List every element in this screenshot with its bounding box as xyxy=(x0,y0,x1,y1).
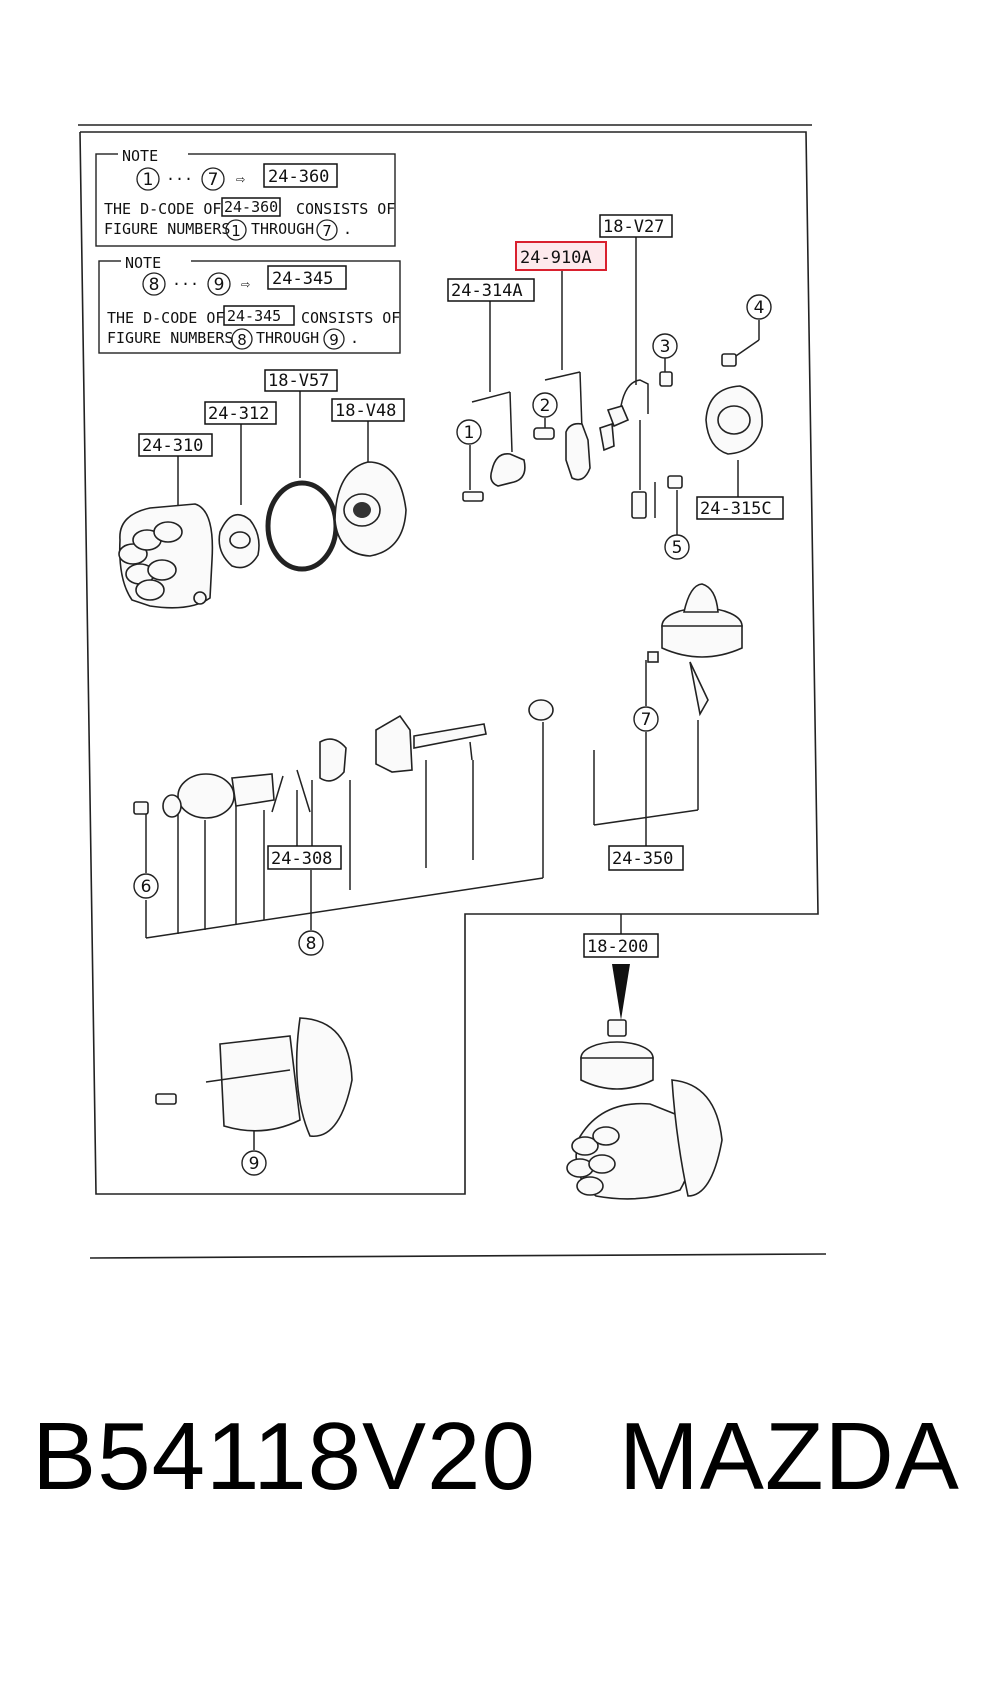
figure-number: 4 xyxy=(754,298,765,318)
note-line: FIGURE NUMBERS xyxy=(104,220,230,238)
figure-number: 9 xyxy=(214,275,225,295)
figure-callout-2: 2 xyxy=(532,392,558,418)
figure-callout-8: 8 xyxy=(298,930,324,956)
figure-callout-7: 7 xyxy=(633,706,659,732)
part-label-18-200[interactable]: 18-200 xyxy=(583,933,659,958)
note-line: THROUGH xyxy=(251,220,314,238)
figure-callout-1: 1 xyxy=(456,419,482,445)
o-ring-18-v57 xyxy=(265,480,339,572)
figure-number: 7 xyxy=(641,710,652,730)
range-dots: ··· xyxy=(172,275,199,293)
part-label-24-312[interactable]: 24-312 xyxy=(204,401,277,425)
figure-number: 3 xyxy=(660,337,671,357)
screw-3 xyxy=(659,371,673,387)
figure-number: 9 xyxy=(249,1154,260,1174)
figure-number: 1 xyxy=(231,222,241,240)
figure-number: 6 xyxy=(141,877,152,897)
note-box-2: NOTE 8 ··· 9 ⇨ 24-345 THE D-CODE OF 24-3… xyxy=(98,254,401,354)
vacuum-unit-24-350 xyxy=(647,583,743,717)
part-label-text: 24-315C xyxy=(700,499,772,519)
housing-9 xyxy=(155,1017,353,1137)
screw-5 xyxy=(667,475,683,489)
figure-number: 1 xyxy=(143,170,154,190)
diagram-frame xyxy=(79,131,819,1195)
note-line: THE D-CODE OF xyxy=(104,200,221,218)
breaker-plate-24-315c xyxy=(705,385,763,455)
leader-lines xyxy=(145,237,760,1150)
figure-number: 9 xyxy=(329,331,339,349)
note-heading: NOTE xyxy=(122,147,158,165)
part-label-text: 24-314A xyxy=(451,281,523,301)
figure-callout-9: 9 xyxy=(241,1150,267,1176)
figure-callout-5: 5 xyxy=(664,534,690,560)
figure-number: 5 xyxy=(672,538,683,558)
part-label-text: 24-308 xyxy=(271,849,332,869)
part-label-18-v27[interactable]: 18-V27 xyxy=(599,214,673,238)
figure-number: 8 xyxy=(149,275,160,295)
part-label-24-308[interactable]: 24-308 xyxy=(267,845,342,870)
dust-cover-18-v48 xyxy=(334,461,407,557)
figure-callout-6: 6 xyxy=(133,873,159,899)
rotor-24-312 xyxy=(218,513,260,569)
figure-number: 1 xyxy=(464,423,475,443)
note-code: 24-360 xyxy=(268,167,329,187)
part-label-text: 24-350 xyxy=(612,849,673,869)
note-line: THE D-CODE OF xyxy=(107,309,224,327)
arrow-icon: ⇨ xyxy=(241,275,250,293)
part-label-text: 24-312 xyxy=(208,404,269,424)
arrow-icon: ⇨ xyxy=(236,170,245,188)
note-line: FIGURE NUMBERS xyxy=(107,329,233,347)
note-code: 24-360 xyxy=(224,198,278,216)
pointer-arrow-icon xyxy=(612,964,630,1020)
note-line: CONSISTS OF xyxy=(296,200,395,218)
note-line: . xyxy=(343,220,352,238)
figure-number: 2 xyxy=(540,396,551,416)
figure-callout-3: 3 xyxy=(652,333,678,359)
note-box-1: NOTE 1 ··· 7 ⇨ 24-360 THE D-CODE OF 24-3… xyxy=(95,147,396,247)
note-heading: NOTE xyxy=(125,254,161,272)
note-line: . xyxy=(350,329,359,347)
part-label-text: 18-V27 xyxy=(603,217,664,237)
figure-number: 7 xyxy=(322,222,332,240)
screw-4 xyxy=(721,353,737,367)
figure-number: 8 xyxy=(306,934,317,954)
bottom-rule xyxy=(89,1253,827,1259)
brand-name: MAZDA xyxy=(618,1403,960,1510)
igniter-24-910a xyxy=(533,422,591,481)
part-label-text: 18-V57 xyxy=(268,371,329,391)
figure-callout-4: 4 xyxy=(746,294,772,320)
note-line: CONSISTS OF xyxy=(301,309,400,327)
part-label-24-910a-highlighted[interactable]: 24-910A xyxy=(515,241,607,271)
part-label-text: 18-V48 xyxy=(335,401,396,421)
shaft-assembly-24-308 xyxy=(133,699,554,819)
wiring-harness-18-v27 xyxy=(599,379,656,519)
figure-number: 8 xyxy=(237,331,247,349)
figure-number: 7 xyxy=(208,170,219,190)
part-label-text: 24-910A xyxy=(520,248,592,268)
range-dots: ··· xyxy=(166,170,193,188)
part-label-18-v48[interactable]: 18-V48 xyxy=(331,398,405,422)
note-code: 24-345 xyxy=(272,269,333,289)
part-label-text: 24-310 xyxy=(142,436,203,456)
distributor-assembly-18-200 xyxy=(566,1019,723,1200)
part-label-24-314a[interactable]: 24-314A xyxy=(447,278,535,302)
distributor-cap-24-310 xyxy=(118,503,214,609)
part-label-24-315c[interactable]: 24-315C xyxy=(696,496,784,520)
part-number: B54118V20 xyxy=(32,1403,536,1510)
part-caption: B54118V20 MAZDA xyxy=(0,1402,992,1512)
note-code: 24-345 xyxy=(227,307,281,325)
pickup-coil-24-314a xyxy=(462,453,526,502)
part-label-24-310[interactable]: 24-310 xyxy=(138,433,213,457)
part-label-text: 18-200 xyxy=(587,937,648,957)
part-label-18-v57[interactable]: 18-V57 xyxy=(264,369,338,392)
part-label-24-350[interactable]: 24-350 xyxy=(608,845,684,871)
note-line: THROUGH xyxy=(256,329,319,347)
